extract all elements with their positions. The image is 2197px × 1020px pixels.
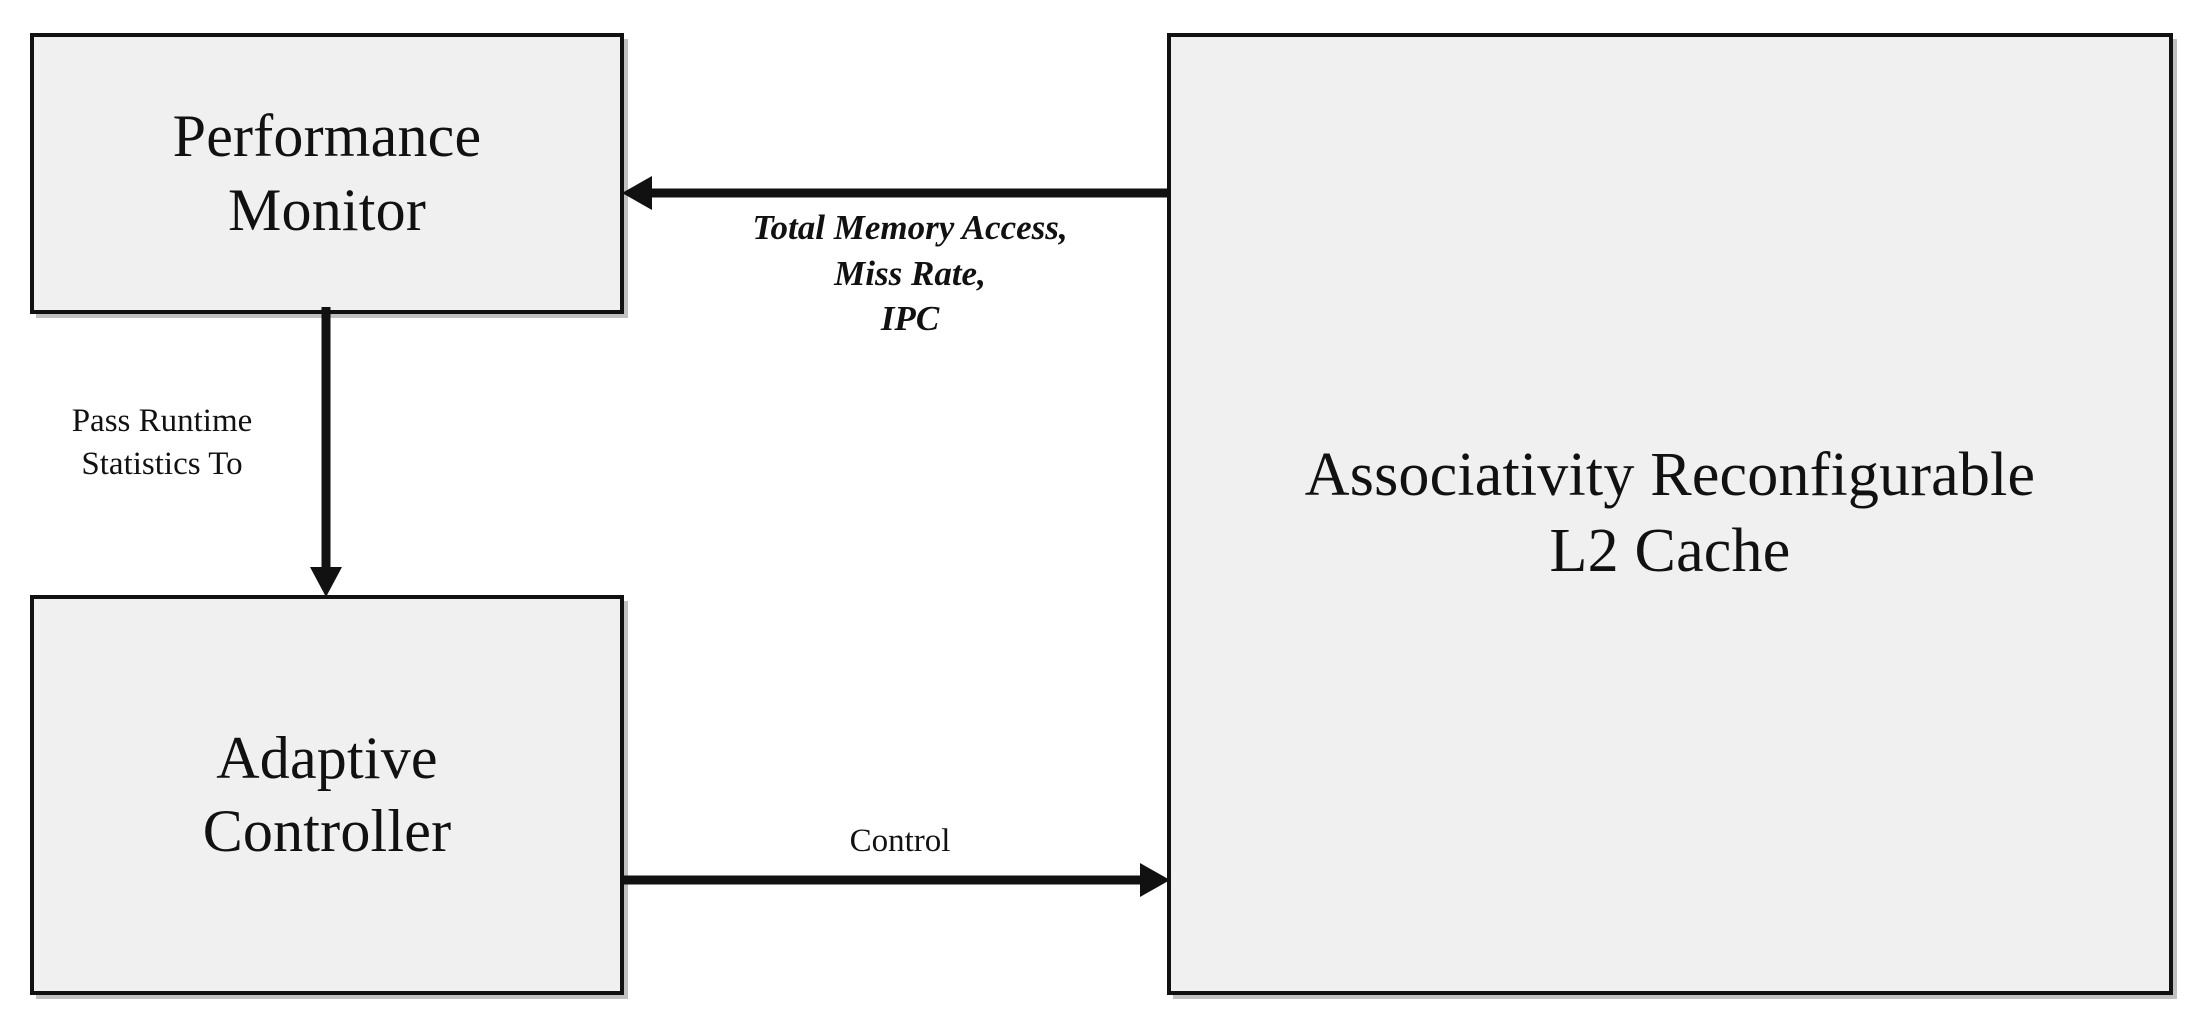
block-performance-monitor-label: Performance Monitor bbox=[172, 103, 482, 243]
edge-label-monitor-to-controller: Pass Runtime Statistics To bbox=[71, 403, 253, 482]
block-l2-cache-label: Associativity Reconfigurable L2 Cache bbox=[1304, 441, 2036, 585]
block-performance-monitor: Performance Monitor bbox=[30, 33, 624, 314]
edge-label-controller-to-cache: Control bbox=[849, 823, 951, 859]
block-adaptive-controller: Adaptive Controller bbox=[30, 595, 624, 995]
edge-label-cache-to-monitor: Total Memory Access, Miss Rate, IPC bbox=[752, 208, 1068, 338]
block-l2-cache: Associativity Reconfigurable L2 Cache bbox=[1167, 33, 2173, 995]
block-adaptive-controller-label: Adaptive Controller bbox=[202, 724, 452, 864]
